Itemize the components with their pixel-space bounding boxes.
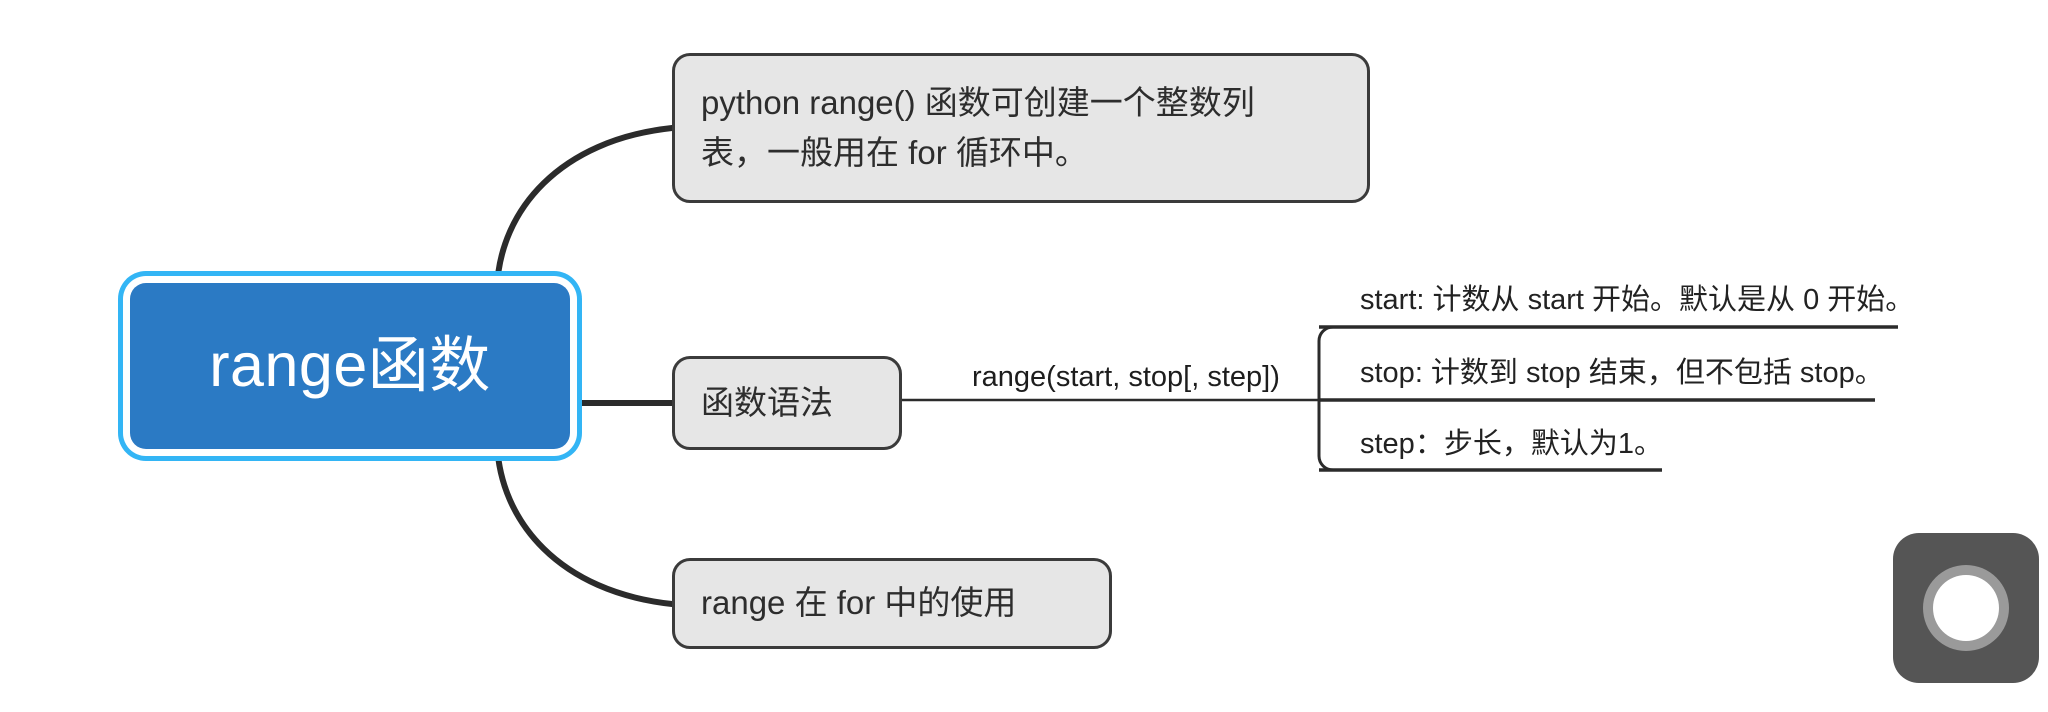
- record-circle-icon[interactable]: [1893, 533, 2039, 683]
- node-description[interactable]: python range() 函数可创建一个整数列 表，一般用在 for 循环中…: [672, 53, 1370, 203]
- edge-label-function-signature: range(start, stop[, step]): [972, 361, 1280, 393]
- param-leaf-step[interactable]: step：步长，默认为1。: [1360, 428, 1663, 460]
- param-leaf-start[interactable]: start: 计数从 start 开始。默认是从 0 开始。: [1360, 284, 1915, 316]
- root-node-range-function[interactable]: range函数: [130, 283, 570, 449]
- node-range-in-for-usage-label: range 在 for 中的使用: [701, 584, 1017, 622]
- param-spine: [1317, 325, 1352, 472]
- node-description-line-1: python range() 函数可创建一个整数列: [701, 83, 1255, 121]
- root-node-label: range函数: [209, 331, 491, 400]
- record-ring-inner: [1933, 575, 1999, 641]
- node-range-in-for-usage[interactable]: range 在 for 中的使用: [672, 558, 1112, 649]
- edge-root-to-description: [494, 125, 675, 291]
- record-ring-outer: [1923, 565, 2009, 651]
- node-description-line-2: 表，一般用在 for 循环中。: [701, 134, 1088, 171]
- edge-root-to-for-usage: [494, 440, 675, 607]
- node-function-syntax-label: 函数语法: [701, 383, 833, 421]
- param-leaf-stop[interactable]: stop: 计数到 stop 结束，但不包括 stop。: [1360, 357, 1884, 389]
- node-description-text: python range() 函数可创建一个整数列 表，一般用在 for 循环中…: [675, 78, 1281, 178]
- node-function-syntax[interactable]: 函数语法: [672, 356, 902, 450]
